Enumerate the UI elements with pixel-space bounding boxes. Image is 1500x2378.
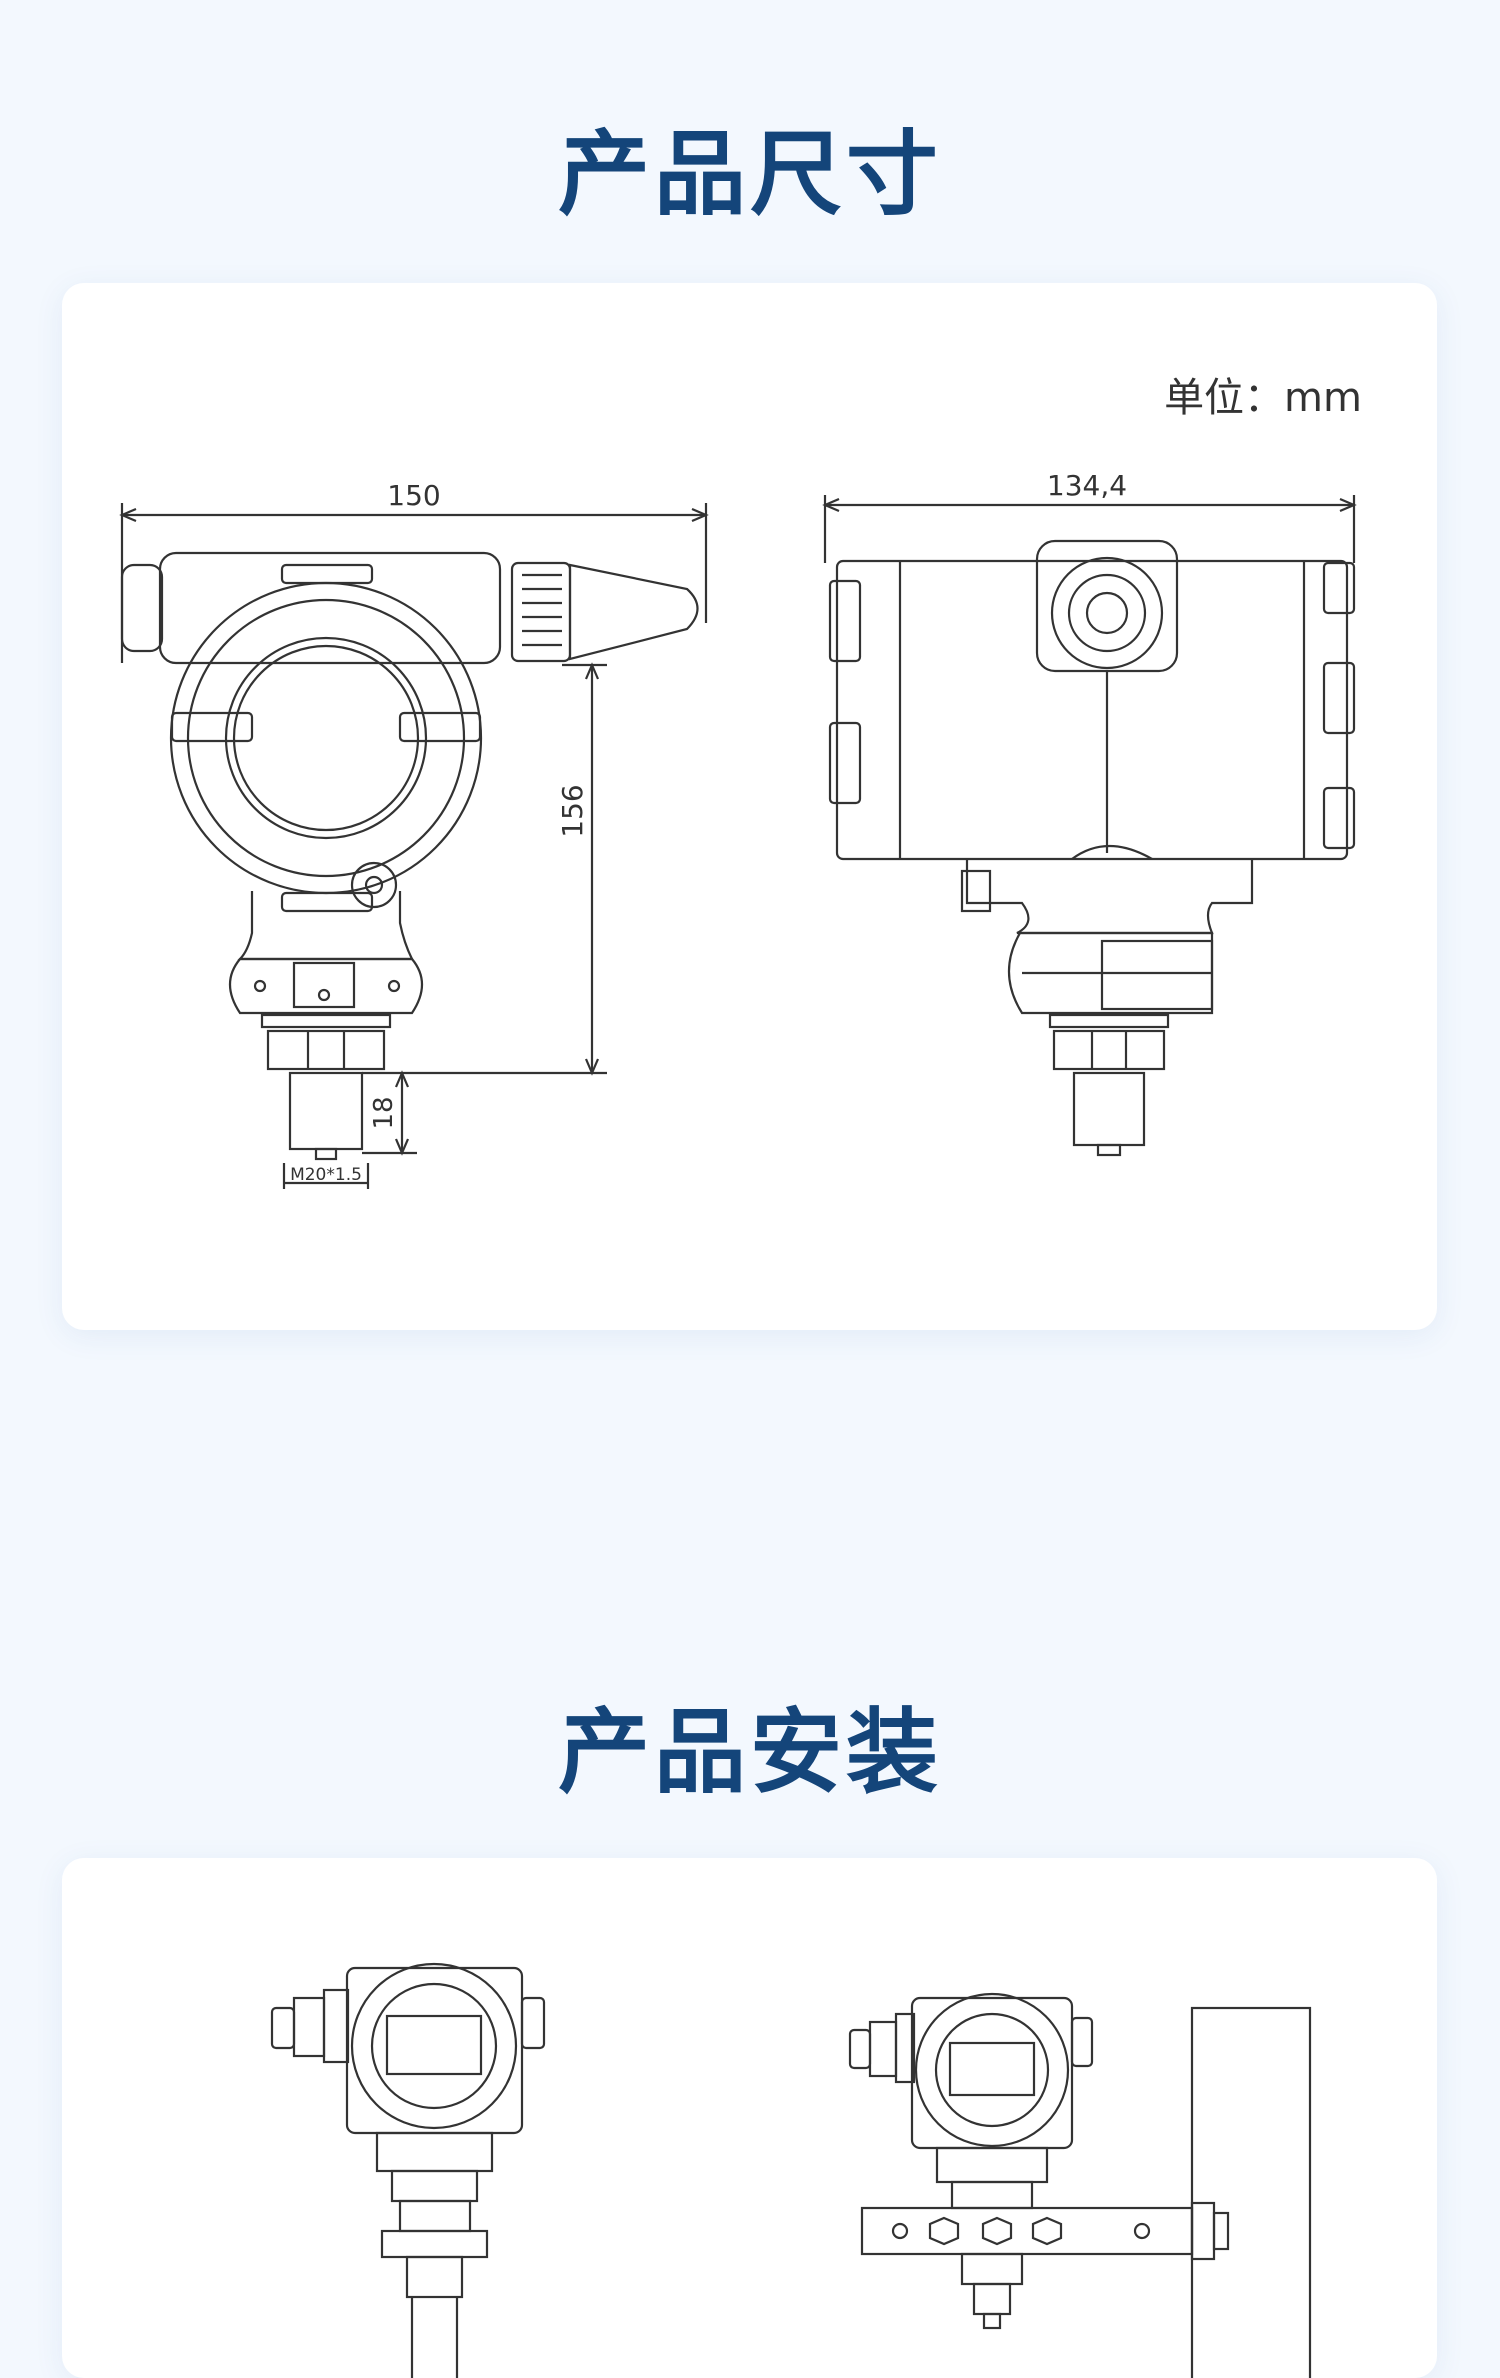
dimension-drawing: 150 134,4 156 18 M20*1.5 [119, 469, 1357, 1189]
front-housing-bar [158, 551, 502, 665]
unit-label: 单位：mm [1164, 375, 1362, 421]
width-side-text: 134,4 [1047, 469, 1127, 502]
wall-post [1190, 2006, 1312, 2378]
side-fitting [1072, 1071, 1146, 1147]
installation-card [62, 1858, 1437, 2378]
front-neck [237, 891, 414, 961]
dimensions-title: 产品尺寸 [557, 121, 942, 228]
mount-bracket [860, 2206, 1194, 2256]
side-hex-nut [1052, 1029, 1166, 1071]
front-hex-nut [266, 1029, 386, 1071]
thread-text: M20*1.5 [290, 1165, 362, 1185]
front-cover-outer [169, 581, 483, 895]
width-front-text: 150 [387, 479, 440, 512]
installation-drawing [270, 1962, 1312, 2378]
cable-gland [510, 561, 572, 663]
dimensions-card: 单位：mm [62, 283, 1437, 1330]
side-body [1007, 931, 1214, 1015]
fitting-height-text: 18 [369, 1096, 399, 1129]
height-front-text: 156 [556, 784, 589, 837]
gland-cone [568, 563, 699, 661]
front-body [228, 957, 424, 1015]
side-neck [965, 859, 1254, 935]
front-fitting [288, 1071, 364, 1151]
installation-title: 产品安装 [557, 1699, 942, 1806]
side-housing [835, 559, 1349, 861]
